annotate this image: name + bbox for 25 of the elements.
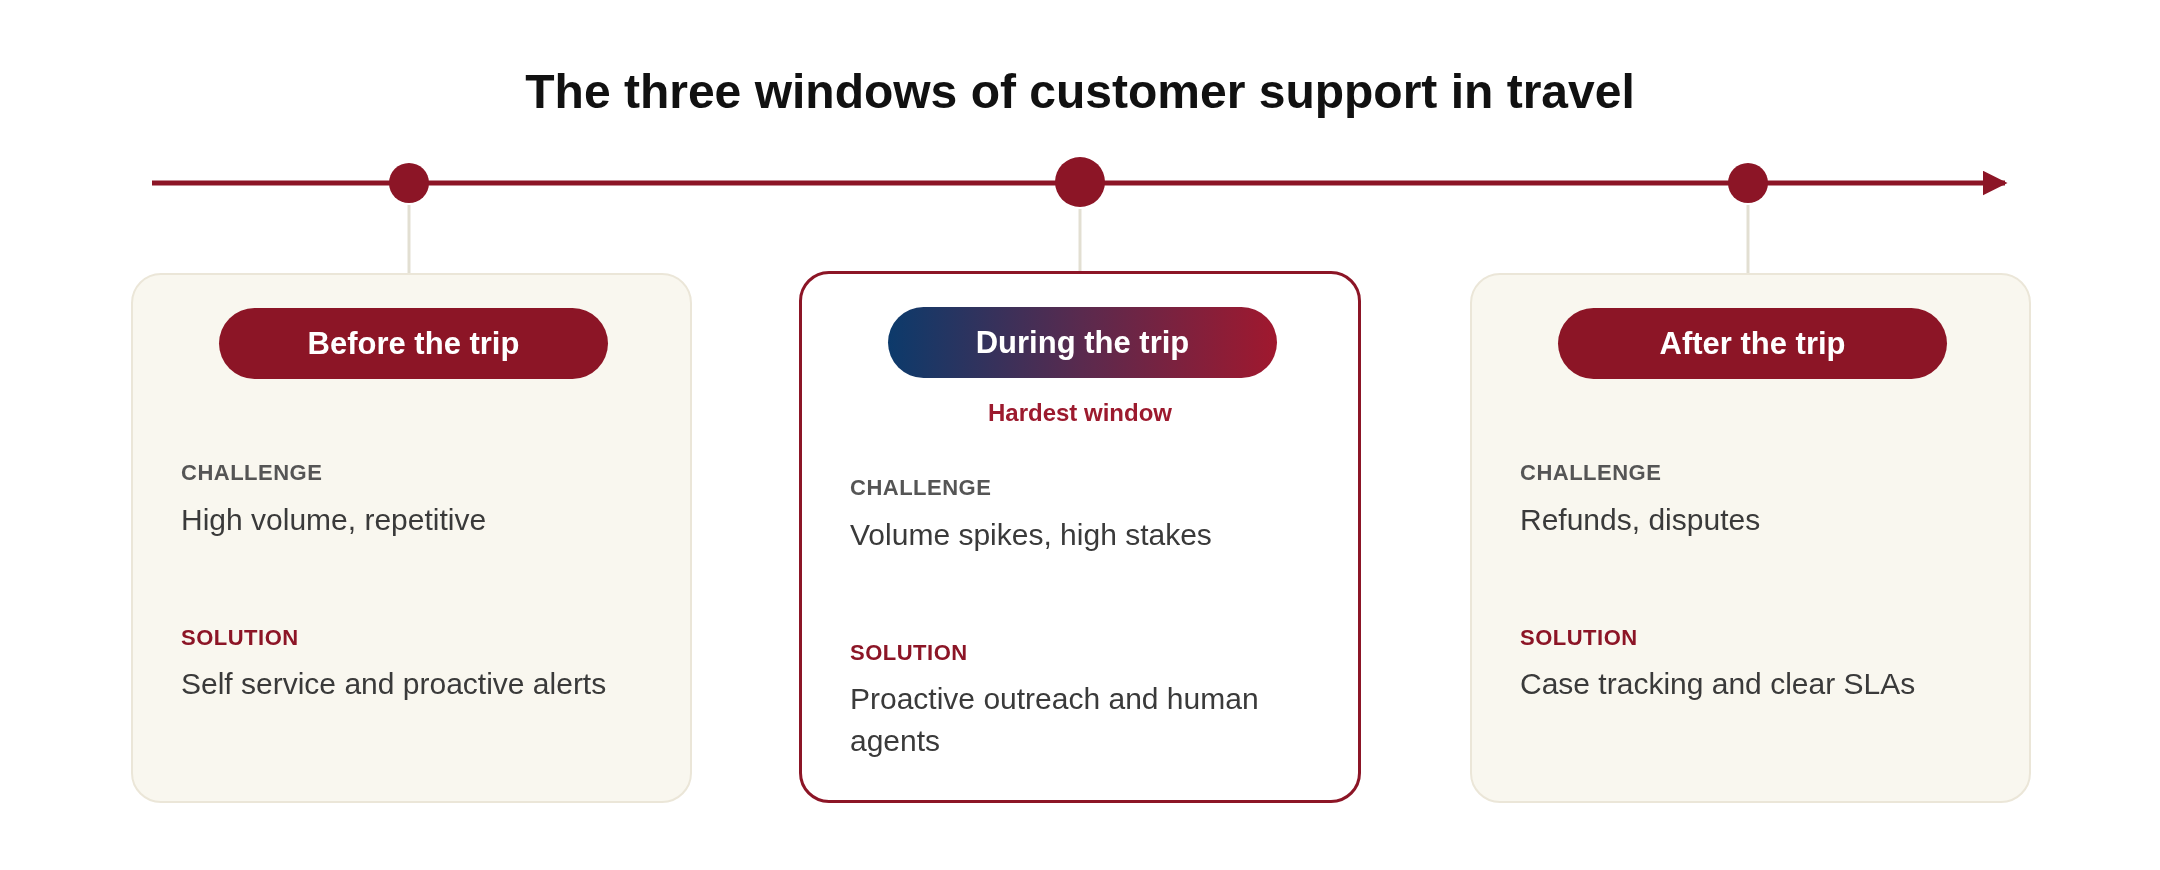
- subtitle: Hardest window: [987, 399, 1173, 427]
- section-text: Volume spikes, high stakes: [850, 517, 1213, 553]
- section-heading: CHALLENGE: [1520, 460, 1663, 486]
- window-card: [1470, 273, 2031, 803]
- section-heading: SOLUTION: [1520, 625, 1639, 651]
- phase-pill: Before the trip: [219, 308, 608, 379]
- phase-pill: During the trip: [888, 307, 1277, 378]
- section-text: Proactive outreach and human agents: [850, 681, 1260, 759]
- section-text: Refunds, disputes: [1520, 502, 1762, 538]
- timeline-dot: [389, 163, 429, 203]
- phase-pill: After the trip: [1558, 308, 1947, 379]
- timeline-dot: [1728, 163, 1768, 203]
- connector-line: [1746, 205, 1750, 273]
- section-text: Self service and proactive alerts: [181, 666, 608, 702]
- section-heading: SOLUTION: [850, 640, 969, 666]
- section-text: Case tracking and clear SLAs: [1520, 666, 1917, 702]
- section-heading: SOLUTION: [181, 625, 300, 651]
- title: The three windows of customer support in travel: [524, 64, 1636, 119]
- section-text: High volume, repetitive: [181, 502, 488, 538]
- connector-line: [407, 205, 411, 273]
- section-heading: CHALLENGE: [850, 475, 993, 501]
- connector-line: [1078, 209, 1082, 271]
- window-card: [799, 271, 1361, 803]
- section-heading: CHALLENGE: [181, 460, 324, 486]
- window-card: [131, 273, 692, 803]
